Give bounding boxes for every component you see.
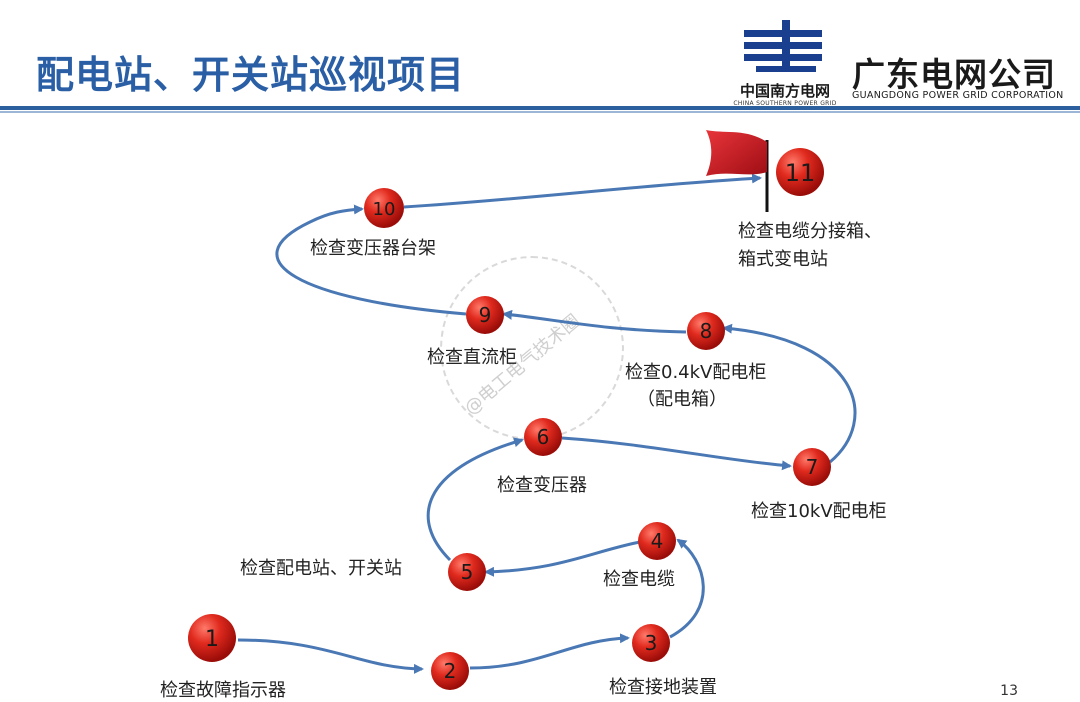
step-label-6: 检查变压器	[497, 475, 587, 496]
csg-logo: 中国南方电网 CHINA SOUTHERN POWER GRID	[726, 16, 846, 107]
arrow-4-to-5	[484, 540, 641, 577]
step-number-8: 8	[700, 319, 713, 343]
csg-logo-icon	[744, 20, 822, 72]
step-nodes: 1 2 3 4 5 6 7 8	[188, 148, 831, 690]
step-number-11: 11	[785, 159, 816, 187]
header-divider	[0, 106, 1080, 110]
step-number-6: 6	[537, 425, 550, 449]
step-label-11-sub: 箱式变电站	[738, 249, 828, 270]
step-label-3: 检查接地装置	[609, 677, 717, 698]
step-node-5: 5	[448, 553, 486, 591]
step-label-1: 检查故障指示器	[160, 680, 286, 701]
step-label-5: 检查配电站、开关站	[240, 558, 402, 579]
logo-en-text: CHINA SOUTHERN POWER GRID	[733, 100, 837, 107]
page-number: 13	[1000, 683, 1018, 699]
arrow-10-to-11	[403, 173, 762, 209]
arrow-3-to-4	[669, 538, 705, 639]
step-node-4: 4	[638, 522, 676, 560]
step-node-11: 11	[776, 148, 824, 196]
step-node-1: 1	[188, 614, 236, 662]
arrow-2-to-3	[469, 633, 630, 670]
arrow-5-to-6	[426, 437, 524, 562]
step-number-2: 2	[444, 659, 457, 683]
page-title: 配电站、开关站巡视项目	[36, 53, 466, 97]
step-node-8: 8	[687, 312, 725, 350]
step-number-5: 5	[461, 560, 474, 584]
arrow-8-to-9	[502, 309, 687, 334]
step-node-7: 7	[793, 448, 831, 486]
step-label-9: 检查直流柜	[427, 347, 517, 368]
step-node-3: 3	[632, 624, 670, 662]
company-name-en: GUANGDONG POWER GRID CORPORATION	[852, 90, 1064, 101]
step-number-3: 3	[645, 631, 658, 655]
step-label-4: 检查电缆	[603, 569, 675, 590]
flow-arrows	[237, 173, 857, 674]
header-divider-thin	[0, 111, 1080, 113]
logo-cn-text: 中国南方电网	[739, 82, 830, 100]
step-number-1: 1	[205, 627, 219, 652]
arrow-9-to-10	[275, 204, 467, 316]
arrow-7-to-8	[722, 323, 857, 464]
arrow-6-to-7	[561, 436, 792, 471]
step-label-8: 检查0.4kV配电柜	[625, 362, 767, 383]
step-node-10: 10	[364, 188, 404, 228]
step-label-7: 检查10kV配电柜	[751, 501, 887, 522]
step-node-6: 6	[524, 418, 562, 456]
step-label-10: 检查变压器台架	[310, 238, 436, 259]
finish-flag-icon	[706, 130, 769, 212]
step-label-11: 检查电缆分接箱、	[738, 221, 882, 242]
step-node-2: 2	[431, 652, 469, 690]
step-number-4: 4	[651, 529, 664, 553]
company-name-cn: 广东电网公司	[852, 55, 1056, 94]
step-label-8-sub: （配电箱）	[637, 389, 727, 410]
step-number-7: 7	[806, 455, 819, 479]
step-node-9: 9	[466, 296, 504, 334]
step-number-9: 9	[479, 303, 492, 327]
arrow-1-to-2	[237, 638, 424, 674]
step-number-10: 10	[373, 199, 396, 220]
